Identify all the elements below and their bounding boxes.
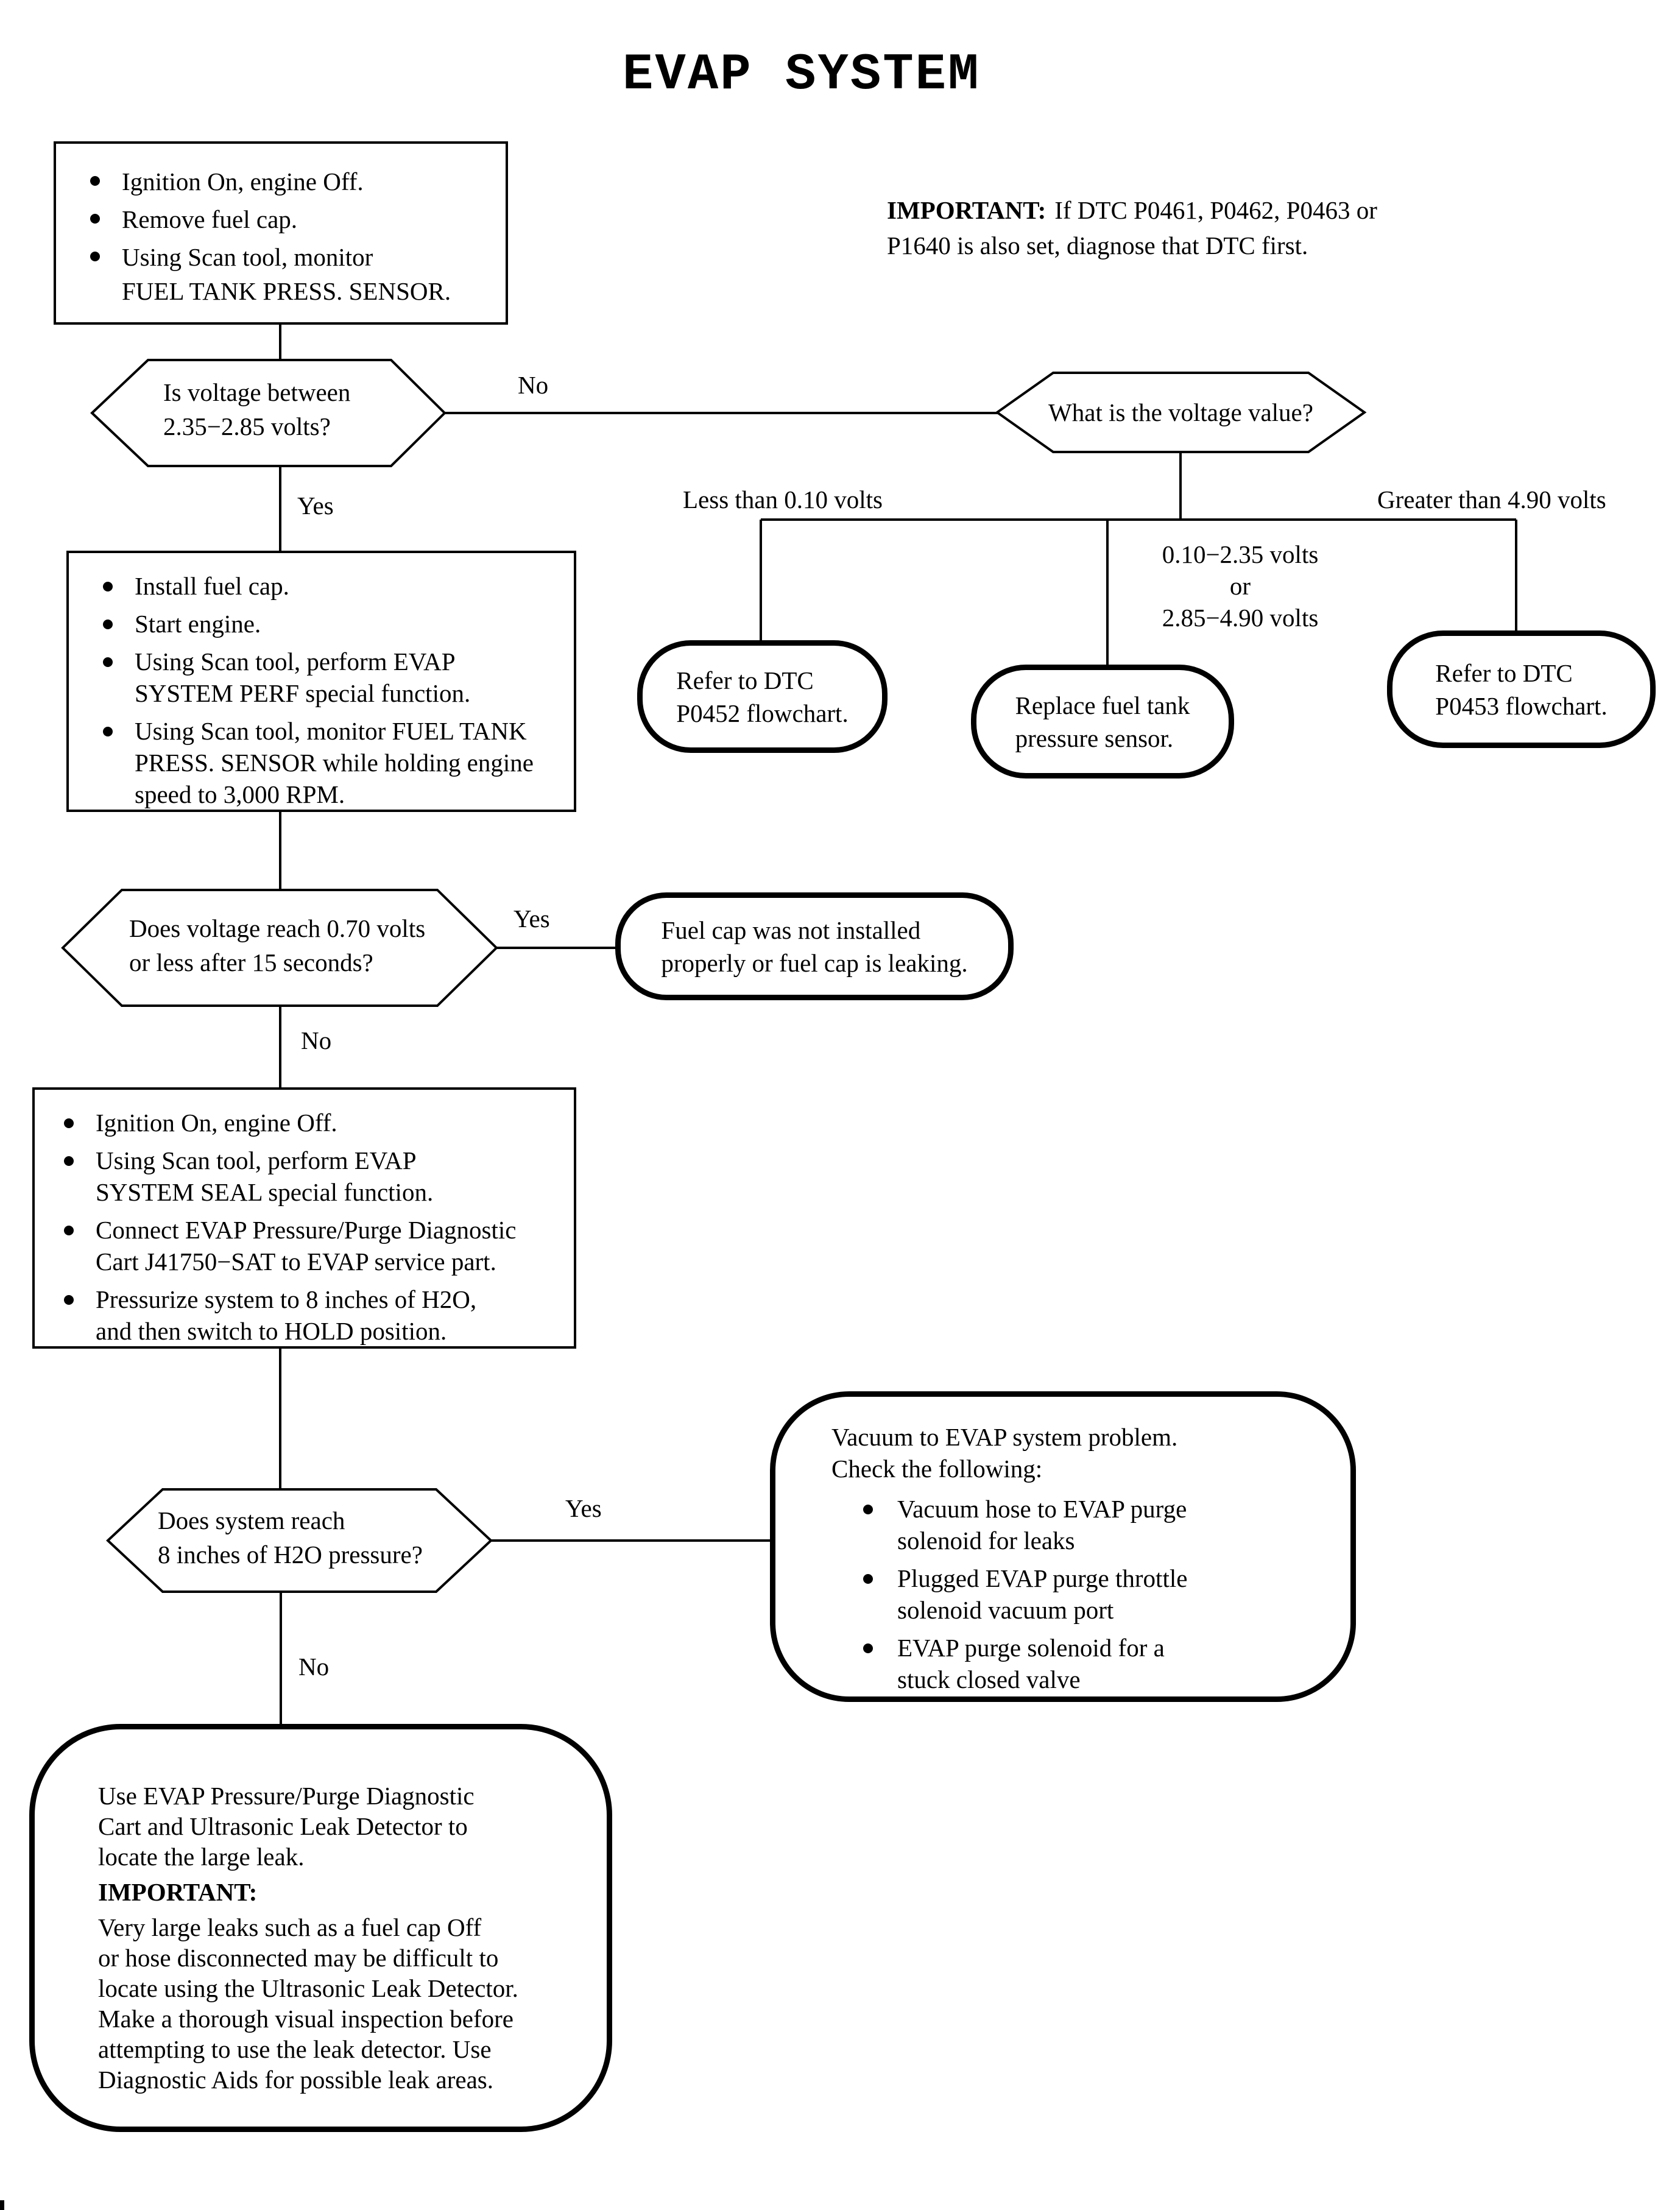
bullet-text: Start engine. <box>135 610 261 638</box>
decision-voltage-drop-hexagon <box>61 889 498 1007</box>
bullet-icon <box>64 1295 74 1305</box>
bullet-icon <box>863 1505 873 1514</box>
important-note: IMPORTANT:If DTC P0461, P0462, P0463 or … <box>887 192 1466 263</box>
terminal-p0452: Refer to DTC P0452 flowchart. <box>637 640 888 753</box>
list-item: Remove fuel cap. <box>90 202 493 236</box>
start-box: Ignition On, engine Off. Remove fuel cap… <box>54 141 508 325</box>
perf-box: Install fuel cap. Start engine. Using Sc… <box>66 551 576 812</box>
list-item: Plugged EVAP purge throttle solenoid vac… <box>863 1562 1332 1626</box>
list-item: Connect EVAP Pressure/Purge Diagnostic C… <box>64 1214 564 1277</box>
bullet-text: Ignition On, engine Off. <box>122 168 364 196</box>
list-item: Using Scan tool, monitor FUEL TANK PRESS… <box>103 715 564 810</box>
bullet-text: Using Scan tool, monitor FUEL TANK PRESS… <box>135 717 534 808</box>
decision-pressure-hexagon <box>106 1488 493 1593</box>
bullet-text: Plugged EVAP purge throttle solenoid vac… <box>897 1564 1188 1624</box>
leak-box-important-label: IMPORTANT: <box>98 1878 258 1906</box>
terminal-text: Replace fuel tank pressure sensor. <box>1015 691 1190 752</box>
bullet-icon <box>64 1226 74 1235</box>
bullet-icon <box>103 657 113 667</box>
decision-voltage-drop-text: Does voltage reach 0.70 volts or less af… <box>129 914 426 976</box>
decision-voltage-range-hexagon <box>90 359 446 467</box>
decision-pressure-text: Does system reach 8 inches of H2O pressu… <box>158 1506 423 1569</box>
terminal-text: Fuel cap was not installed properly or f… <box>661 916 968 977</box>
bullet-text: Using Scan tool, perform EVAP SYSTEM SEA… <box>96 1146 434 1206</box>
bullet-text: EVAP purge solenoid for a stuck closed v… <box>897 1634 1165 1693</box>
list-item: Using Scan tool, perform EVAP SYSTEM PER… <box>103 646 564 709</box>
bullet-text: Using Scan tool, perform EVAP SYSTEM PER… <box>135 648 471 707</box>
decision-voltage-value-hexagon <box>995 372 1367 453</box>
bullet-icon <box>64 1156 74 1166</box>
bullet-icon <box>103 582 113 591</box>
leak-box-important-text: Very large leaks such as a fuel cap Off … <box>98 1913 518 2094</box>
branch-label-no: No <box>301 1026 332 1054</box>
bullet-icon <box>64 1118 74 1128</box>
terminal-replace-sensor: Replace fuel tank pressure sensor. <box>971 665 1234 778</box>
vacuum-box-intro: Vacuum to EVAP system problem. Check the… <box>831 1423 1178 1483</box>
branch-label-yes: Yes <box>565 1494 602 1522</box>
decision-voltage-value-text: What is the voltage value? <box>1048 398 1313 426</box>
branch-label-yes: Yes <box>514 905 550 933</box>
list-item: Pressurize system to 8 inches of H2O, an… <box>64 1283 564 1347</box>
terminal-fuel-cap: Fuel cap was not installed properly or f… <box>615 892 1014 1000</box>
important-note-text: If DTC P0461, P0462, P0463 or P1640 is a… <box>887 196 1377 259</box>
bullet-icon <box>863 1643 873 1653</box>
list-item: Install fuel cap. <box>103 570 564 602</box>
branch-label-no: No <box>298 1653 330 1681</box>
list-item: Ignition On, engine Off. <box>64 1107 564 1139</box>
list-item: Start engine. <box>103 608 564 640</box>
vacuum-problem-box: Vacuum to EVAP system problem. Check the… <box>770 1391 1356 1702</box>
leak-detector-box: Use EVAP Pressure/Purge Diagnostic Cart … <box>29 1724 612 2132</box>
bullet-icon <box>103 727 113 736</box>
branch-label-no: No <box>518 371 549 399</box>
branch-label-yes: Yes <box>297 492 334 520</box>
list-item: EVAP purge solenoid for a stuck closed v… <box>863 1632 1332 1695</box>
bullet-icon <box>90 176 100 186</box>
important-note-label: IMPORTANT: <box>887 196 1046 224</box>
terminal-p0453: Refer to DTC P0453 flowchart. <box>1387 630 1656 748</box>
scan-artifact <box>0 2200 4 2210</box>
list-item: Using Scan tool, perform EVAP SYSTEM SEA… <box>64 1145 564 1208</box>
bullet-text: Install fuel cap. <box>135 572 289 600</box>
bullet-icon <box>103 620 113 629</box>
bullet-text: Ignition On, engine Off. <box>96 1109 337 1137</box>
terminal-text: Refer to DTC P0452 flowchart. <box>676 666 849 727</box>
branch-label-mid: 0.10−2.35 volts or 2.85−4.90 volts <box>1162 540 1319 632</box>
branch-label-high: Greater than 4.90 volts <box>1377 485 1606 514</box>
bullet-icon <box>90 214 100 224</box>
leak-box-instructions: Use EVAP Pressure/Purge Diagnostic Cart … <box>98 1782 475 1871</box>
list-item: Ignition On, engine Off. <box>90 164 493 199</box>
bullet-text: Pressurize system to 8 inches of H2O, an… <box>96 1285 477 1345</box>
bullet-text: Using Scan tool, monitor FUEL TANK PRESS… <box>122 243 451 305</box>
decision-voltage-range-text: Is voltage between 2.35−2.85 volts? <box>163 378 351 440</box>
terminal-text: Refer to DTC P0453 flowchart. <box>1435 658 1608 720</box>
branch-label-low: Less than 0.10 volts <box>683 485 883 514</box>
seal-box: Ignition On, engine Off. Using Scan tool… <box>32 1087 576 1349</box>
page-title: EVAP SYSTEM <box>623 46 981 104</box>
bullet-text: Vacuum hose to EVAP purge solenoid for l… <box>897 1495 1187 1555</box>
bullet-icon <box>863 1574 873 1584</box>
list-item: Vacuum hose to EVAP purge solenoid for l… <box>863 1493 1332 1556</box>
list-item: Using Scan tool, monitor FUEL TANK PRESS… <box>90 240 493 308</box>
bullet-icon <box>90 252 100 261</box>
bullet-text: Remove fuel cap. <box>122 205 298 233</box>
bullet-text: Connect EVAP Pressure/Purge Diagnostic C… <box>96 1216 517 1276</box>
